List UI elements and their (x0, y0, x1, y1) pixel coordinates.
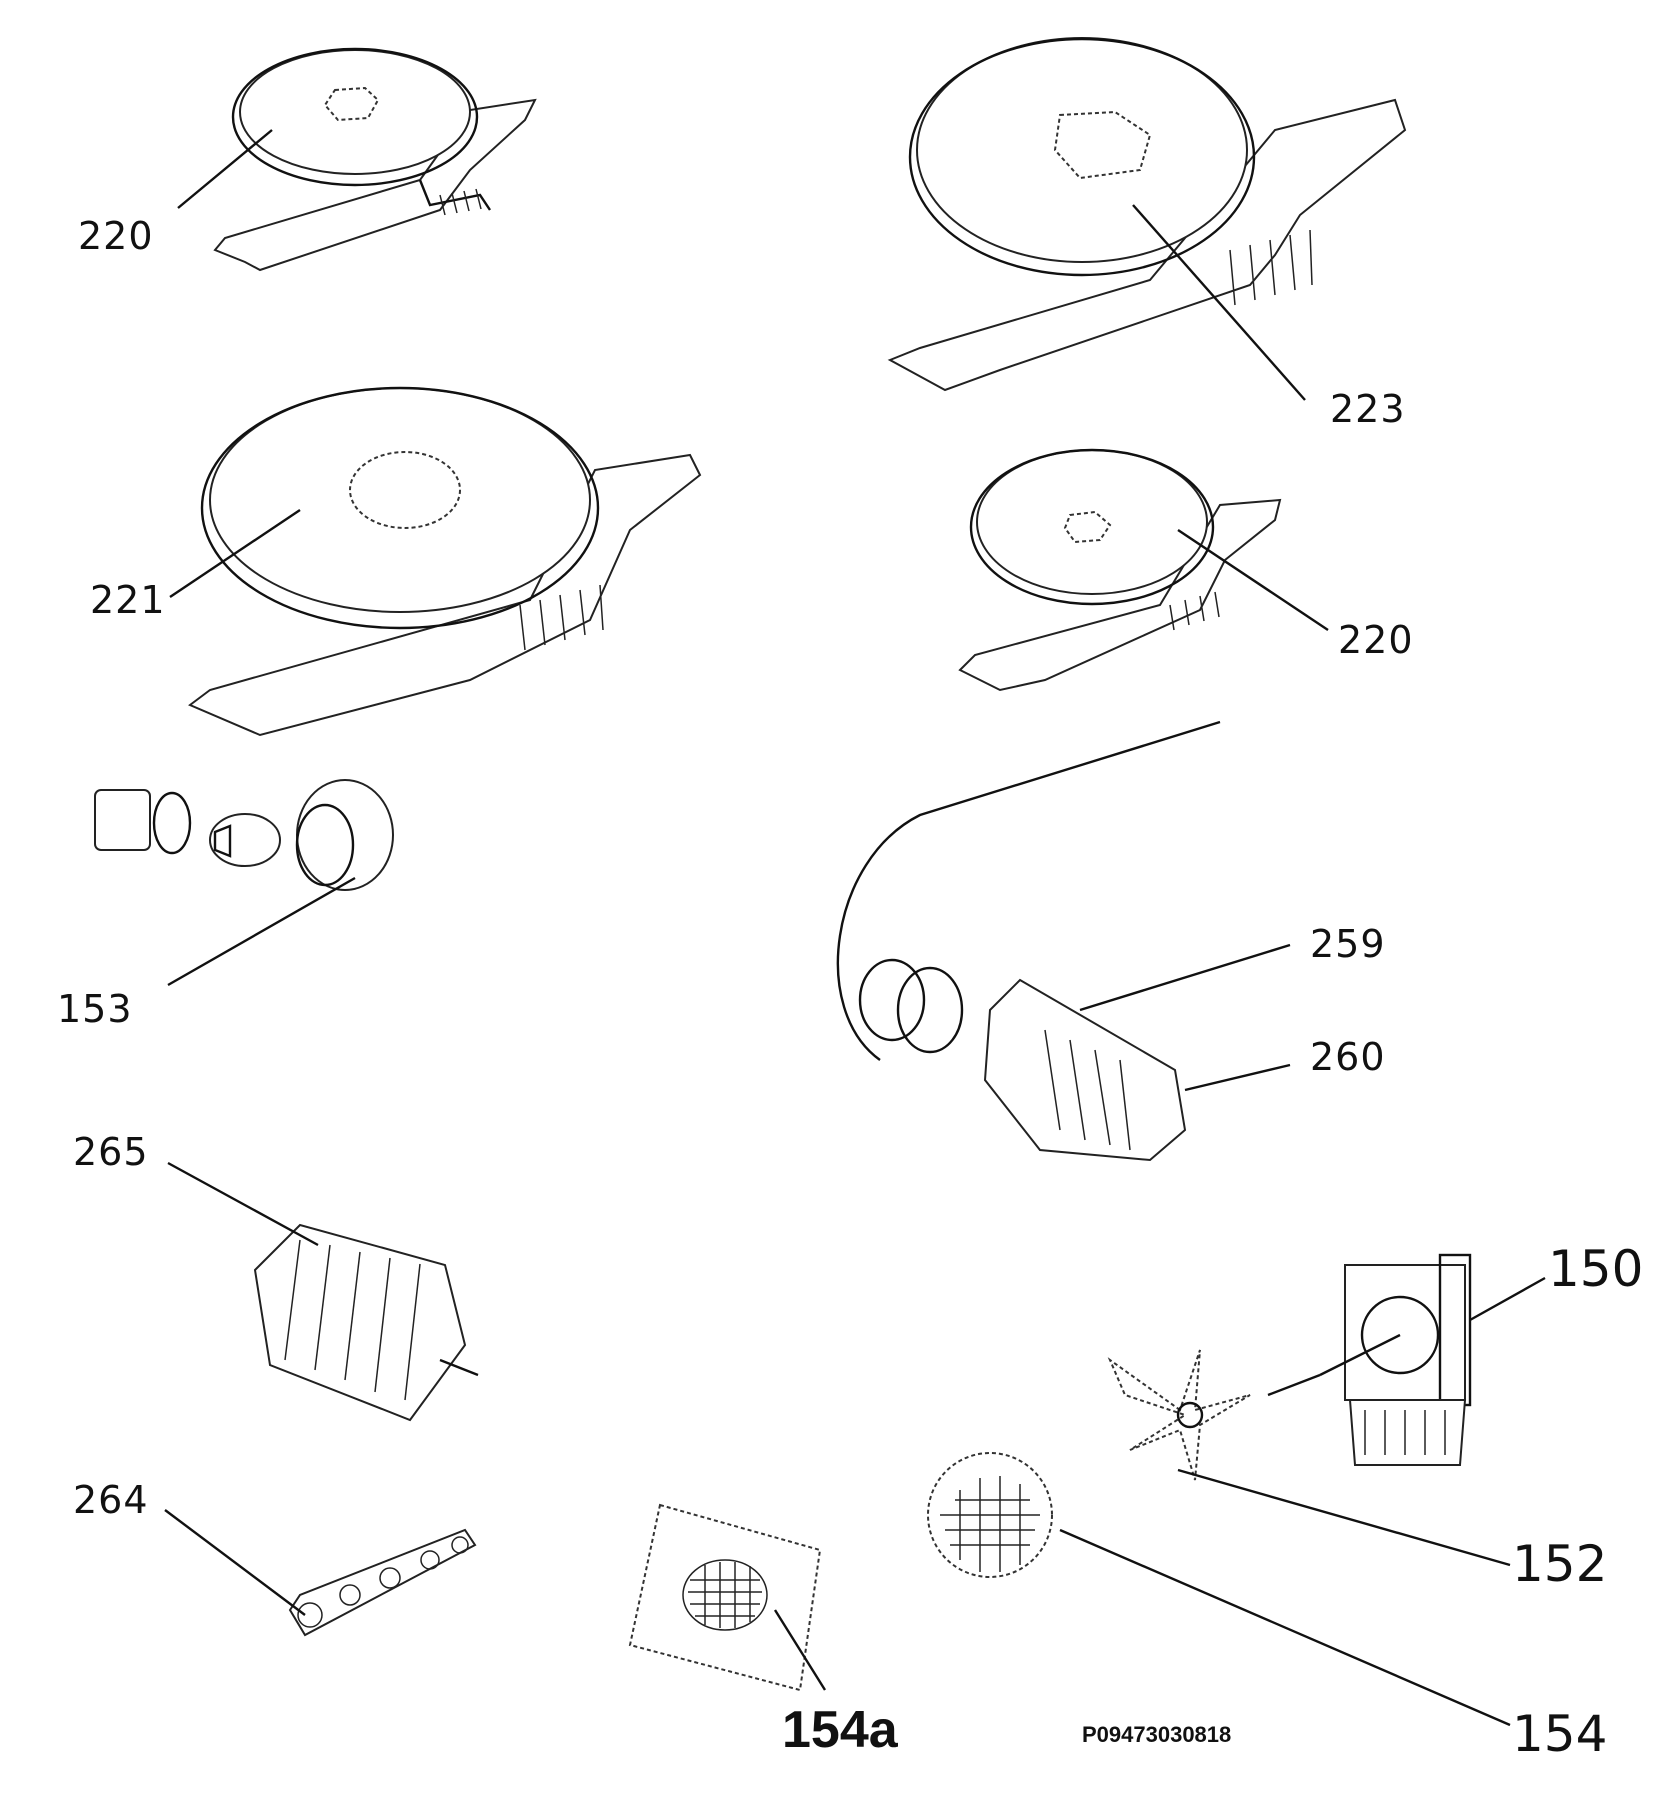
leader-264 (164, 1509, 306, 1616)
leader-154 (1059, 1528, 1511, 1727)
leader-153 (167, 876, 356, 987)
grease-filter-154a (628, 1503, 827, 1692)
callout-259: 259 (1310, 922, 1386, 966)
callout-152: 152 (1512, 1535, 1608, 1593)
callout-150: 150 (1548, 1240, 1644, 1298)
leader-223 (1132, 204, 1306, 401)
hotplate-223 (887, 37, 1407, 401)
leader-260 (1184, 1063, 1291, 1092)
hotplate-220-top-left (177, 47, 537, 272)
leader-152 (1177, 1468, 1511, 1567)
leader-259 (1079, 943, 1291, 1012)
callout-265: 265 (73, 1130, 149, 1174)
callout-260: 260 (1310, 1035, 1386, 1079)
leader-150 (1469, 1276, 1546, 1322)
selector-switch-259-260 (836, 720, 1291, 1162)
leader-265 (167, 1161, 319, 1247)
diagram-reference-code: P09473030818 (1082, 1722, 1232, 1747)
callout-154a: 154a (782, 1701, 898, 1759)
callout-220-right: 220 (1338, 618, 1414, 662)
callout-153: 153 (57, 987, 133, 1031)
callout-221: 221 (90, 578, 166, 622)
callout-223: 223 (1330, 387, 1406, 431)
switch-264 (164, 1509, 477, 1637)
hotplate-221 (169, 386, 702, 737)
callout-154: 154 (1512, 1705, 1608, 1763)
hotplate-220-right (958, 448, 1329, 692)
oven-lamp-153 (94, 779, 394, 987)
callout-264: 264 (73, 1478, 149, 1522)
fan-blade-152 (1107, 1349, 1511, 1567)
leader-154a (773, 1609, 827, 1691)
callout-220-top: 220 (78, 214, 154, 258)
fan-motor-150 (1319, 1253, 1546, 1466)
leader-220-top (177, 129, 273, 209)
leader-221 (169, 509, 301, 598)
selector-switch-265 (167, 1161, 479, 1422)
leader-220-right (1177, 529, 1329, 631)
round-filter-154 (927, 1452, 1511, 1727)
